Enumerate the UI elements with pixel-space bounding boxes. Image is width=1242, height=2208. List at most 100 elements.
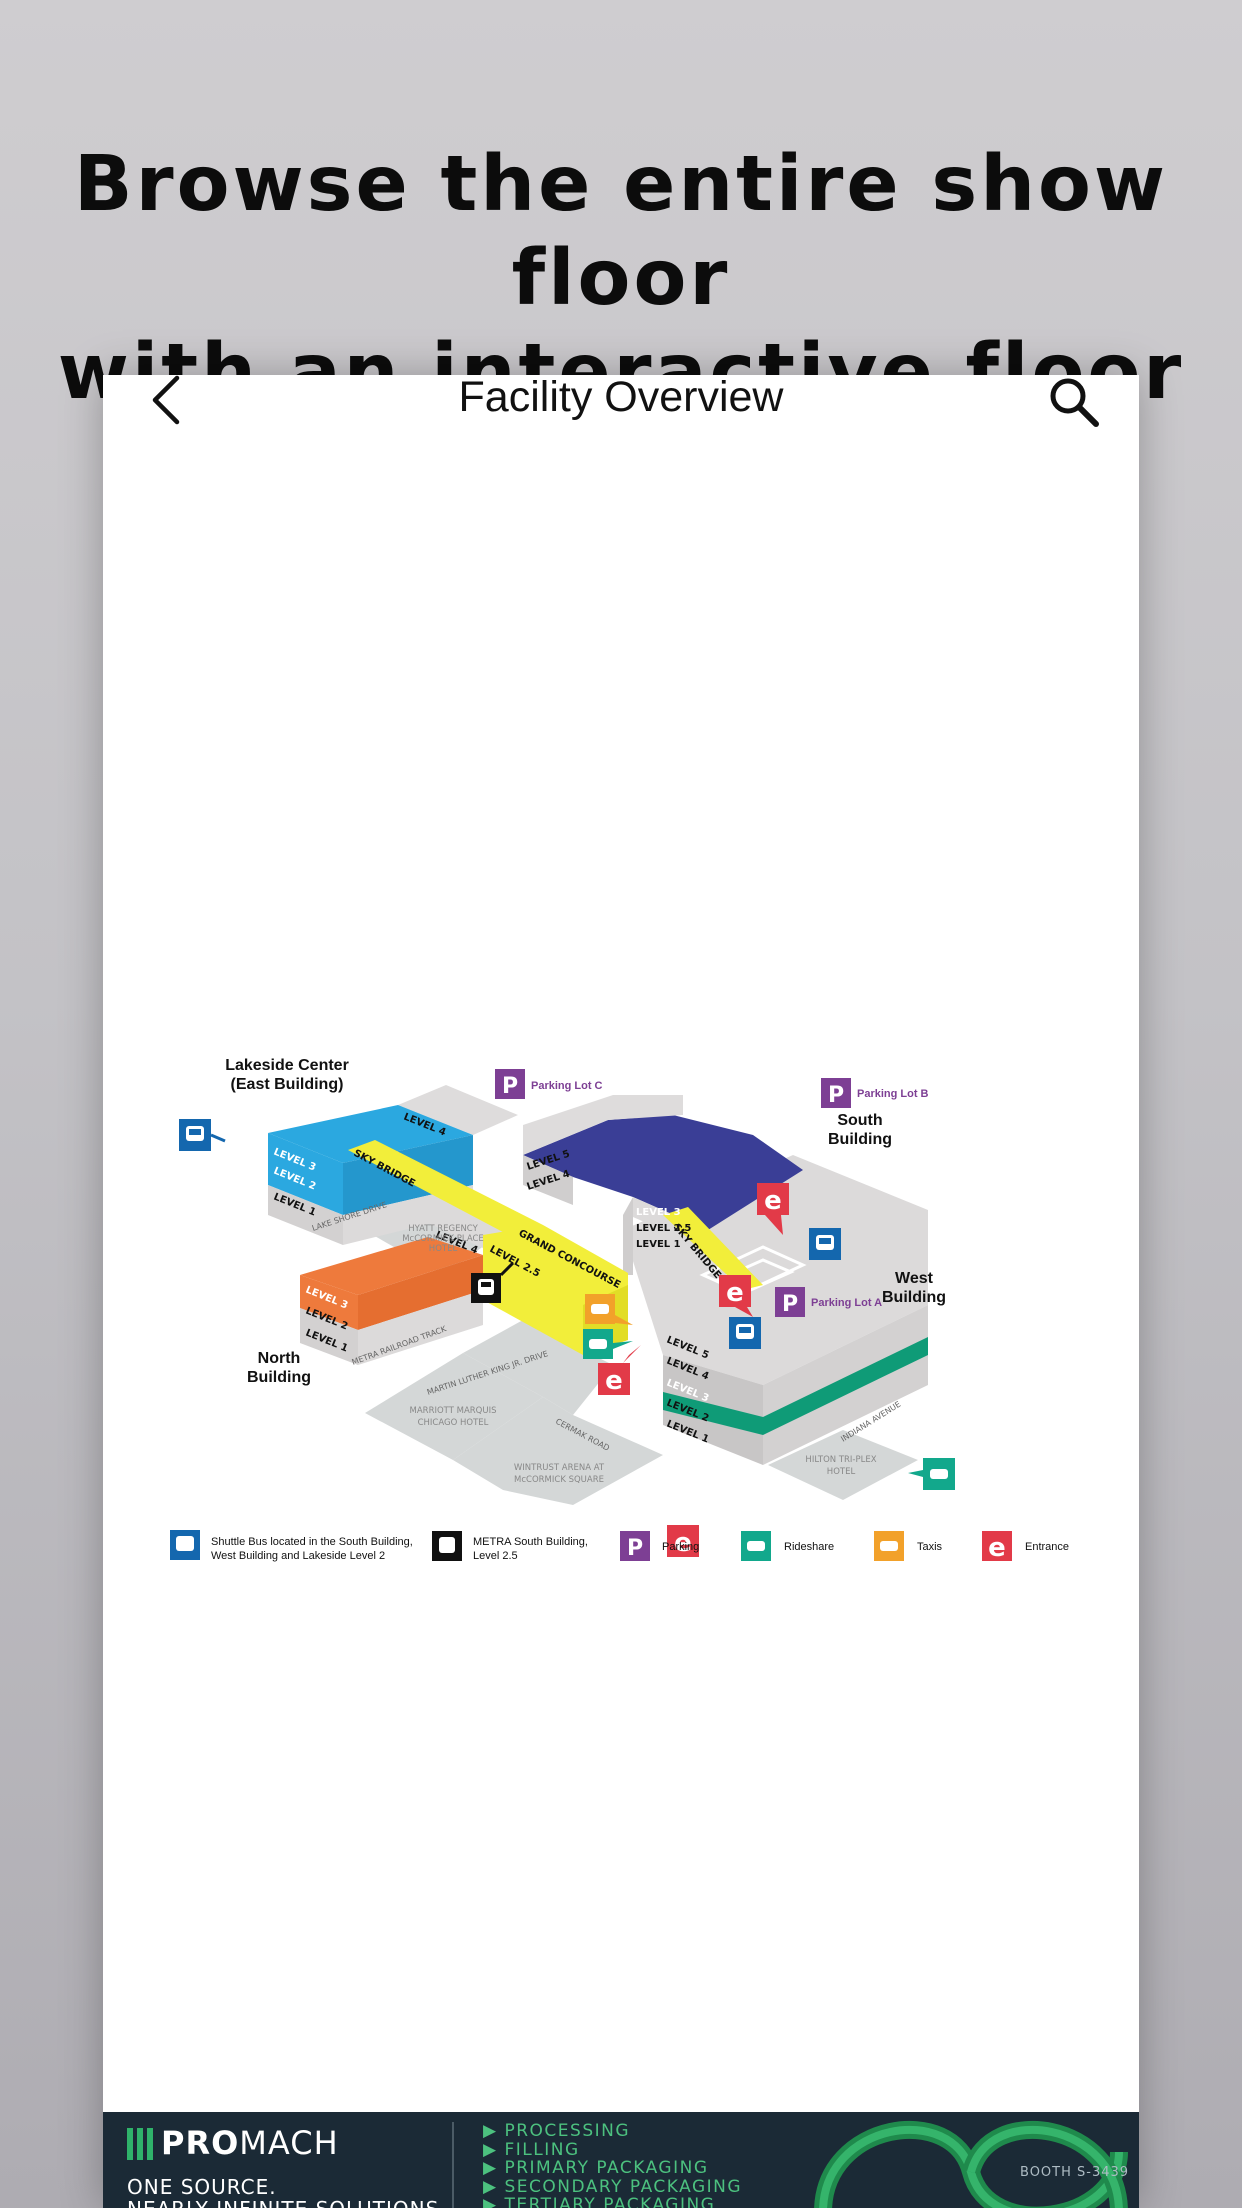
service-item: ▶ TERTIARY PACKAGING	[483, 2195, 716, 2208]
legend-shuttle: Shuttle Bus located in the South Buildin…	[170, 1530, 413, 1562]
map-legend: Shuttle Bus located in the South Buildin…	[170, 1530, 1069, 1563]
south-name-1: South	[837, 1112, 882, 1129]
facility-map[interactable]: LEVEL 4 LEVEL 3 LEVEL 2 LEVEL 1 LEVEL 4 …	[143, 945, 1103, 1585]
hyatt-line3: HOTEL	[429, 1244, 458, 1254]
sky-bridge-north	[348, 1140, 543, 1250]
rideshare-marker-west[interactable]	[908, 1458, 955, 1490]
taxi-marker[interactable]	[585, 1294, 633, 1325]
north-roof	[300, 1237, 483, 1295]
promach-logo-pro: PRO	[161, 2124, 240, 2162]
promo-headline-line1: Browse the entire show floor	[73, 140, 1169, 323]
entrance-markers: e e e e	[598, 1183, 789, 1558]
lakeside-name-2: (East Building)	[231, 1076, 344, 1093]
north-front	[300, 1275, 358, 1330]
hyatt-line2: McCORMICK PLACE	[402, 1234, 484, 1244]
promach-tagline: ONE SOURCE. NEARLY INFINITE SOLUTIONS	[127, 2176, 439, 2208]
legend-entrance-label: Entrance	[1025, 1541, 1069, 1553]
search-button[interactable]	[1047, 375, 1101, 429]
entrance-marker-west-lower[interactable]: e	[667, 1525, 699, 1558]
hyatt-line1: HYATT REGENCY	[408, 1224, 478, 1234]
hilton-line1: HILTON TRI-PLEX	[805, 1455, 876, 1465]
promach-logo-bars-icon	[127, 2128, 153, 2160]
south-l3: LEVEL 3	[636, 1207, 681, 1218]
svg-text:P: P	[828, 1083, 844, 1108]
shuttle-marker-west[interactable]	[729, 1317, 761, 1349]
hilton-lot	[768, 1430, 918, 1500]
rideshare-marker-concourse[interactable]	[583, 1329, 633, 1359]
legend-metra-line2: Level 2.5	[473, 1550, 518, 1562]
lakeside-roof	[268, 1105, 473, 1163]
legend-shuttle-line2: West Building and Lakeside Level 2	[211, 1550, 385, 1562]
legend-taxis-label: Taxis	[917, 1541, 943, 1553]
parking-lot-b-marker[interactable]: P Parking Lot B	[821, 1078, 929, 1108]
parking-lot-a-marker[interactable]: P Parking Lot A	[775, 1287, 882, 1317]
legend-parking: P Parking	[620, 1531, 699, 1561]
lakeside-name-1: Lakeside Center	[225, 1057, 349, 1074]
west-front-stripe	[663, 1392, 763, 1435]
service-item: ▶ PRIMARY PACKAGING	[483, 2158, 709, 2178]
back-button[interactable]	[147, 375, 187, 425]
service-item: ▶ FILLING	[483, 2139, 580, 2160]
south-roof	[523, 1115, 803, 1230]
lakeside-l1-side	[343, 1185, 473, 1245]
parking-lot-c-marker[interactable]: P Parking Lot C	[495, 1069, 603, 1099]
parking-lot-c-label: Parking Lot C	[531, 1080, 603, 1092]
south-low	[623, 1197, 633, 1275]
shuttle-marker-south[interactable]	[809, 1228, 841, 1260]
lakeside-l1	[268, 1185, 343, 1245]
wintrust-line1: WINTRUST ARENA AT	[514, 1463, 605, 1473]
promach-banner-ad[interactable]: PROMACH ONE SOURCE. NEARLY INFINITE SOLU…	[103, 2112, 1139, 2208]
parking-lot-a-label: Parking Lot A	[811, 1297, 882, 1309]
page-title: Facility Overview	[458, 375, 784, 421]
search-icon	[1050, 378, 1099, 427]
parking-lot-b-label: Parking Lot B	[857, 1088, 929, 1100]
legend-taxis: Taxis	[874, 1531, 943, 1561]
west-name-1: West	[895, 1270, 934, 1287]
svg-text:e: e	[726, 1278, 744, 1308]
metra-marker[interactable]	[471, 1261, 515, 1303]
south-l25: LEVEL 2.5	[636, 1223, 691, 1234]
promach-logo-mach: MACH	[239, 2124, 339, 2162]
service-item: ▶ SECONDARY PACKAGING	[483, 2176, 743, 2197]
sky-bridge-south	[663, 1207, 763, 1290]
promach-services-list: ▶ PROCESSING ▶ FILLING ▶ PRIMARY PACKAGI…	[483, 2122, 742, 2208]
legend-metra: METRA South Building, Level 2.5	[432, 1531, 588, 1562]
south-annex	[523, 1095, 683, 1155]
marriott-line2: CHICAGO HOTEL	[418, 1418, 489, 1428]
entrance-marker-west-upper[interactable]: e	[719, 1275, 753, 1317]
svg-text:e: e	[764, 1186, 782, 1216]
service-item: ▶ PROCESSING	[483, 2121, 631, 2141]
hotel-labels: HYATT REGENCY McCORMICK PLACE HOTEL MARR…	[402, 1224, 877, 1485]
north-lower	[300, 1308, 358, 1365]
lakeside-upper	[398, 1085, 518, 1135]
marriott-line1: MARRIOTT MARQUIS	[410, 1406, 497, 1416]
north-name-1: North	[258, 1350, 301, 1367]
legend-shuttle-line1: Shuttle Bus located in the South Buildin…	[211, 1536, 413, 1548]
entrance-marker-south[interactable]: e	[757, 1183, 789, 1235]
wintrust-line2: McCORMICK SQUARE	[514, 1475, 604, 1485]
west-building[interactable]	[623, 1155, 928, 1465]
legend-entrance: e Entrance	[982, 1531, 1069, 1563]
app-screen: Facility Overview	[103, 375, 1139, 2208]
svg-text:e: e	[674, 1528, 692, 1558]
mlk-strip	[463, 1320, 613, 1415]
nav-bar: Facility Overview	[103, 375, 1139, 435]
legend-metra-line1: METRA South Building,	[473, 1536, 588, 1548]
legend-rideshare-label: Rideshare	[784, 1541, 834, 1553]
promach-logo: PROMACH	[127, 2124, 339, 2162]
chevron-left-icon	[152, 375, 180, 425]
west-stripe	[763, 1337, 928, 1435]
wintrust-lot	[453, 1397, 663, 1505]
south-name-2: Building	[828, 1131, 892, 1148]
svg-text:P: P	[502, 1074, 518, 1099]
promach-tagline-line1: ONE SOURCE.	[127, 2175, 277, 2199]
west-name-2: Building	[882, 1289, 946, 1306]
shuttle-marker-lakeside[interactable]	[179, 1119, 226, 1151]
infinity-loop-graphic	[814, 2120, 1128, 2208]
marriott-lot	[365, 1353, 543, 1460]
north-side	[358, 1255, 483, 1330]
svg-text:P: P	[782, 1292, 798, 1317]
south-l1: LEVEL 1	[636, 1239, 681, 1250]
south-annex-front	[523, 1125, 573, 1205]
entrance-marker-concourse[interactable]: e	[598, 1345, 641, 1396]
